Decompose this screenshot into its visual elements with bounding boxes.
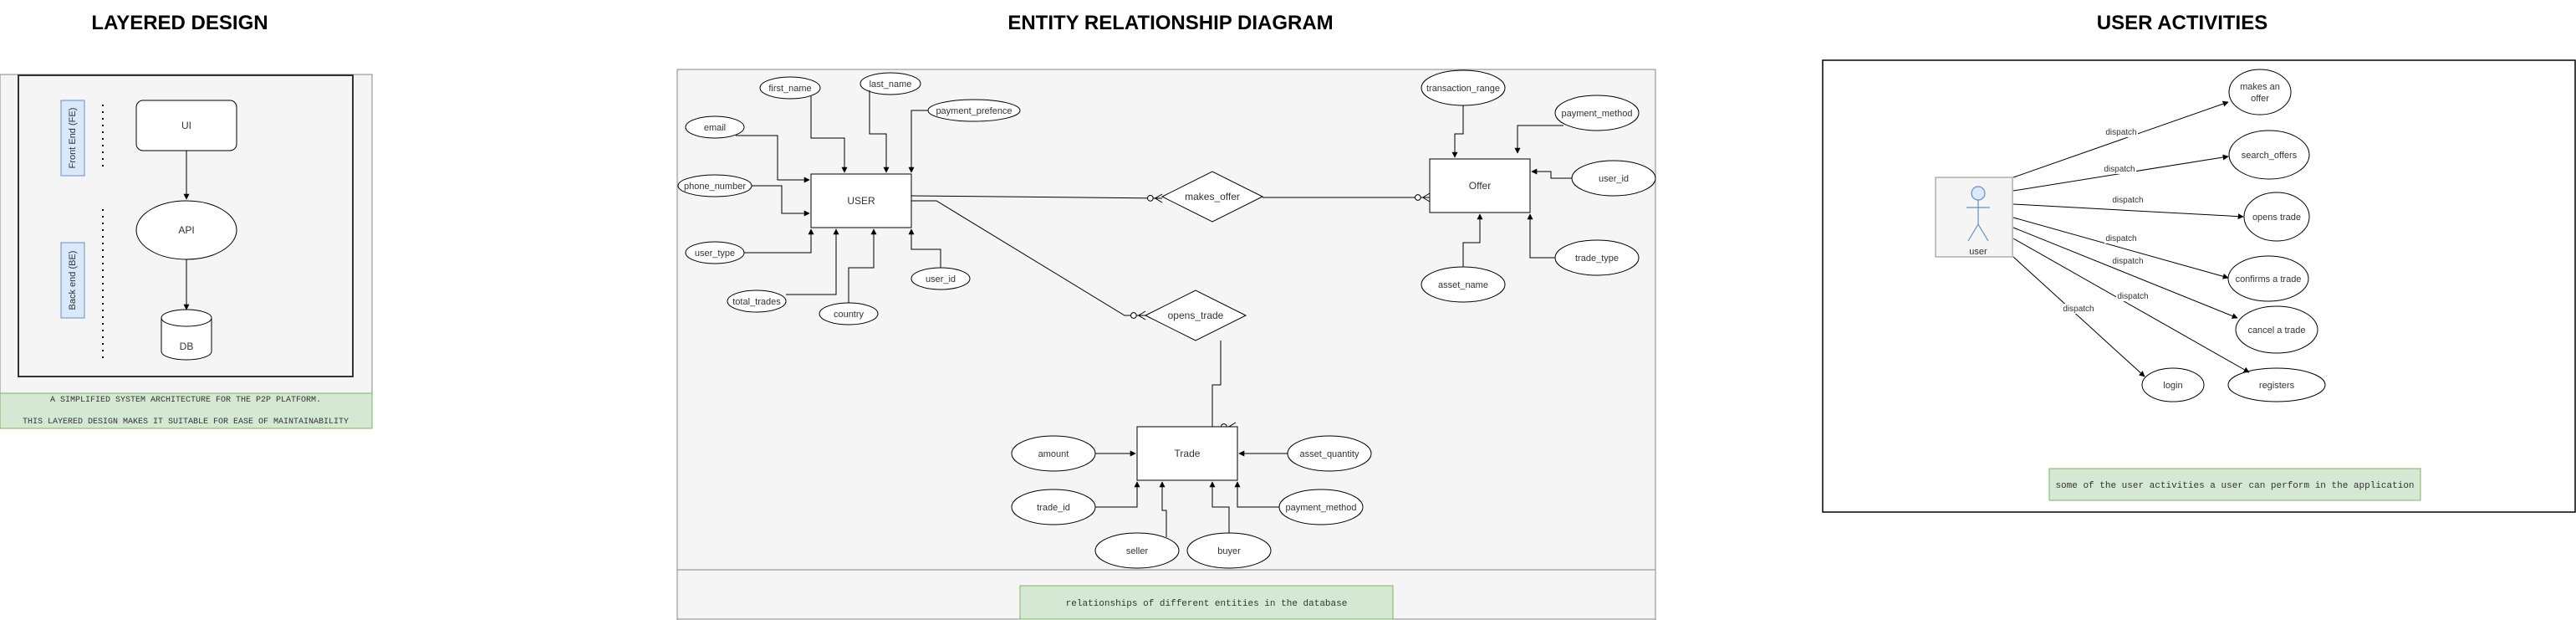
attr-amount: amount <box>1038 449 1069 459</box>
attr-seller: seller <box>1126 546 1149 556</box>
attr-asset-quantity: asset_quantity <box>1300 449 1359 459</box>
attr-email: email <box>704 123 726 133</box>
attr-asset-name: asset_name <box>1438 280 1488 290</box>
activity-login: login <box>2163 381 2182 391</box>
attr-phone-number: phone_number <box>684 182 746 192</box>
user-actor-icon <box>1966 186 1990 242</box>
layered-note-line1: A SIMPLIFIED SYSTEM ARCHITECTURE FOR THE… <box>50 396 321 405</box>
edge-label-registers: dispatch <box>2117 292 2148 301</box>
attr-first-name: first_name <box>768 84 811 94</box>
db-cylinder <box>161 309 212 361</box>
attr-country: country <box>834 310 865 320</box>
activity-search-offers: search_offers <box>2242 151 2298 161</box>
attr-last-name: last_name <box>870 79 912 90</box>
opens-trade-label: opens_trade <box>1168 310 1224 321</box>
attr-transaction-range: transaction_range <box>1426 84 1500 94</box>
activities-note: some of the user activities a user can p… <box>2055 481 2414 491</box>
edge-label-opens-trade: dispatch <box>2112 196 2143 205</box>
db-label: DB <box>180 341 194 352</box>
layered-design-panel: Front End (FE) Back end (BE) UI API DB A… <box>0 74 373 429</box>
attr-trade-id: trade_id <box>1037 503 1070 513</box>
erd-title: ENTITY RELATIONSHIP DIAGRAM <box>1007 12 1334 34</box>
activity-registers: registers <box>2259 381 2295 391</box>
user-entity-label: USER <box>847 195 875 207</box>
back-end-label: Back end (BE) <box>68 251 78 310</box>
activity-opens-trade: opens trade <box>2252 213 2301 223</box>
erd-panel: USER first_name last_name payment_prefen… <box>676 69 1656 620</box>
layered-design-title: LAYERED DESIGN <box>91 12 268 34</box>
ui-label: UI <box>181 120 191 131</box>
attr-offer-payment-method: payment_method <box>1562 109 1633 119</box>
edge-label-confirms-trade: dispatch <box>2105 234 2136 243</box>
attr-trade-type: trade_type <box>1575 254 1619 264</box>
user-activities-title: USER ACTIVITIES <box>2096 12 2268 34</box>
trade-entity <box>1136 426 1238 481</box>
attr-user-type: user_type <box>695 249 735 259</box>
actor-label: user <box>1969 247 1987 257</box>
layered-note-line2: THIS LAYERED DESIGN MAKES IT SUITABLE FO… <box>23 418 349 427</box>
offer-entity-label: Offer <box>1469 180 1491 192</box>
attr-total-trades: total_trades <box>732 297 781 307</box>
attr-trade-payment-method: payment_method <box>1286 503 1357 513</box>
edge-label-makes-offer: dispatch <box>2105 128 2136 137</box>
edge-label-login: dispatch <box>2063 305 2094 314</box>
user-activities-panel: user makes an offer search_offers opens … <box>1822 59 2576 513</box>
attr-user-id: user_id <box>926 274 956 284</box>
api-label: API <box>178 224 194 236</box>
attr-offer-user-id: user_id <box>1599 174 1629 184</box>
offer-entity <box>1429 158 1531 213</box>
front-end-label: Front End (FE) <box>68 108 78 169</box>
activity-makes-offer-l2: offer <box>2251 94 2269 104</box>
attr-payment-prefence: payment_prefence <box>936 106 1012 116</box>
erd-note: relationships of different entities in t… <box>1066 599 1348 609</box>
makes-offer-label: makes_offer <box>1185 191 1240 202</box>
edge-label-cancel-trade: dispatch <box>2112 257 2143 266</box>
activity-makes-offer-l1: makes an <box>2240 82 2280 92</box>
opens-trade-diamond <box>1144 290 1247 341</box>
user-entity <box>810 173 912 228</box>
trade-entity-label: Trade <box>1175 448 1201 459</box>
activity-confirms-trade: confirms a trade <box>2236 274 2302 284</box>
attr-buyer: buyer <box>1217 546 1241 556</box>
edge-label-search-offers: dispatch <box>2104 165 2135 174</box>
makes-offer-diamond <box>1160 171 1264 223</box>
activity-cancel-trade: cancel a trade <box>2247 325 2305 336</box>
